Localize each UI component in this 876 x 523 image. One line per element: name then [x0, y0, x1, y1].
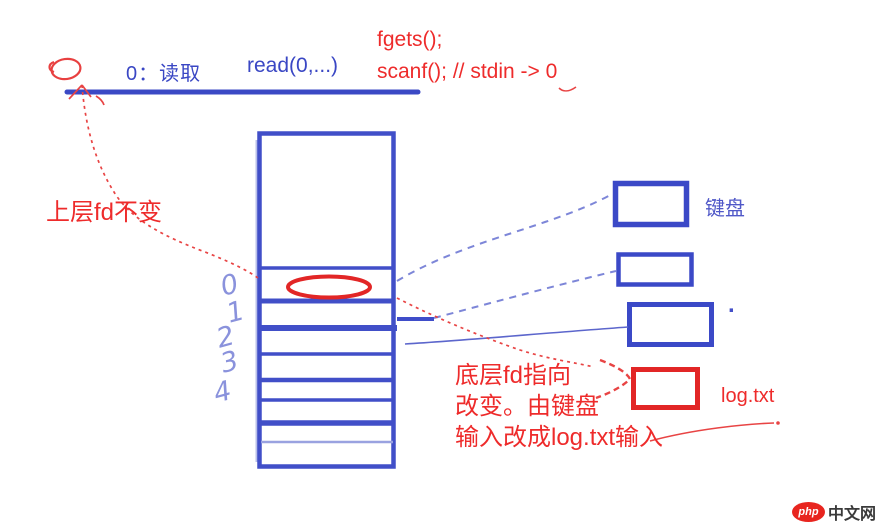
- arrow-fd0-to-logfile: [396, 297, 632, 400]
- upper-fd-note: 上层fd不变: [46, 199, 163, 226]
- lower-fd-note-line3: 输入改成log.txt输入: [455, 424, 664, 451]
- note-pointer-stroke: [649, 421, 780, 442]
- scanf-call-label: scanf(); // stdin -> 0: [377, 60, 558, 83]
- lower-fd-note: 底层fd指向 改变。由键盘 输入改成log.txt输入: [455, 360, 663, 453]
- lower-fd-note-line2: 改变。由键盘: [455, 393, 599, 420]
- site-name: 中文网: [828, 506, 876, 523]
- keyboard-box: [612, 180, 690, 228]
- device-box-3: [627, 302, 714, 347]
- connector-fd0-keyboard: [396, 193, 613, 282]
- fd0-highlight-ellipse: [286, 274, 372, 300]
- fd-table-box: [255, 131, 397, 469]
- fgets-call-label: fgets();: [377, 28, 443, 51]
- site-watermark: php 中文网: [792, 500, 876, 523]
- logfile-label: log.txt: [721, 385, 775, 407]
- device-box-2: [616, 252, 694, 287]
- zero-underline-squiggle: [558, 86, 577, 92]
- lower-fd-note-line1: 底层fd指向: [455, 362, 572, 389]
- read-call-label: read(0,...): [247, 54, 339, 77]
- dot-mark: .: [728, 291, 735, 318]
- logfile-box: [631, 367, 700, 410]
- connector-fd1-box2: [433, 270, 617, 319]
- arrow-upper-fd-unchanged: [68, 84, 259, 279]
- keyboard-label: 键盘: [705, 198, 745, 220]
- fd-circle-sketch: [48, 57, 82, 81]
- fd-read-label: 0：读取: [126, 63, 202, 85]
- php-logo-badge: php: [792, 502, 825, 522]
- connector-fd2-box3: [404, 326, 629, 345]
